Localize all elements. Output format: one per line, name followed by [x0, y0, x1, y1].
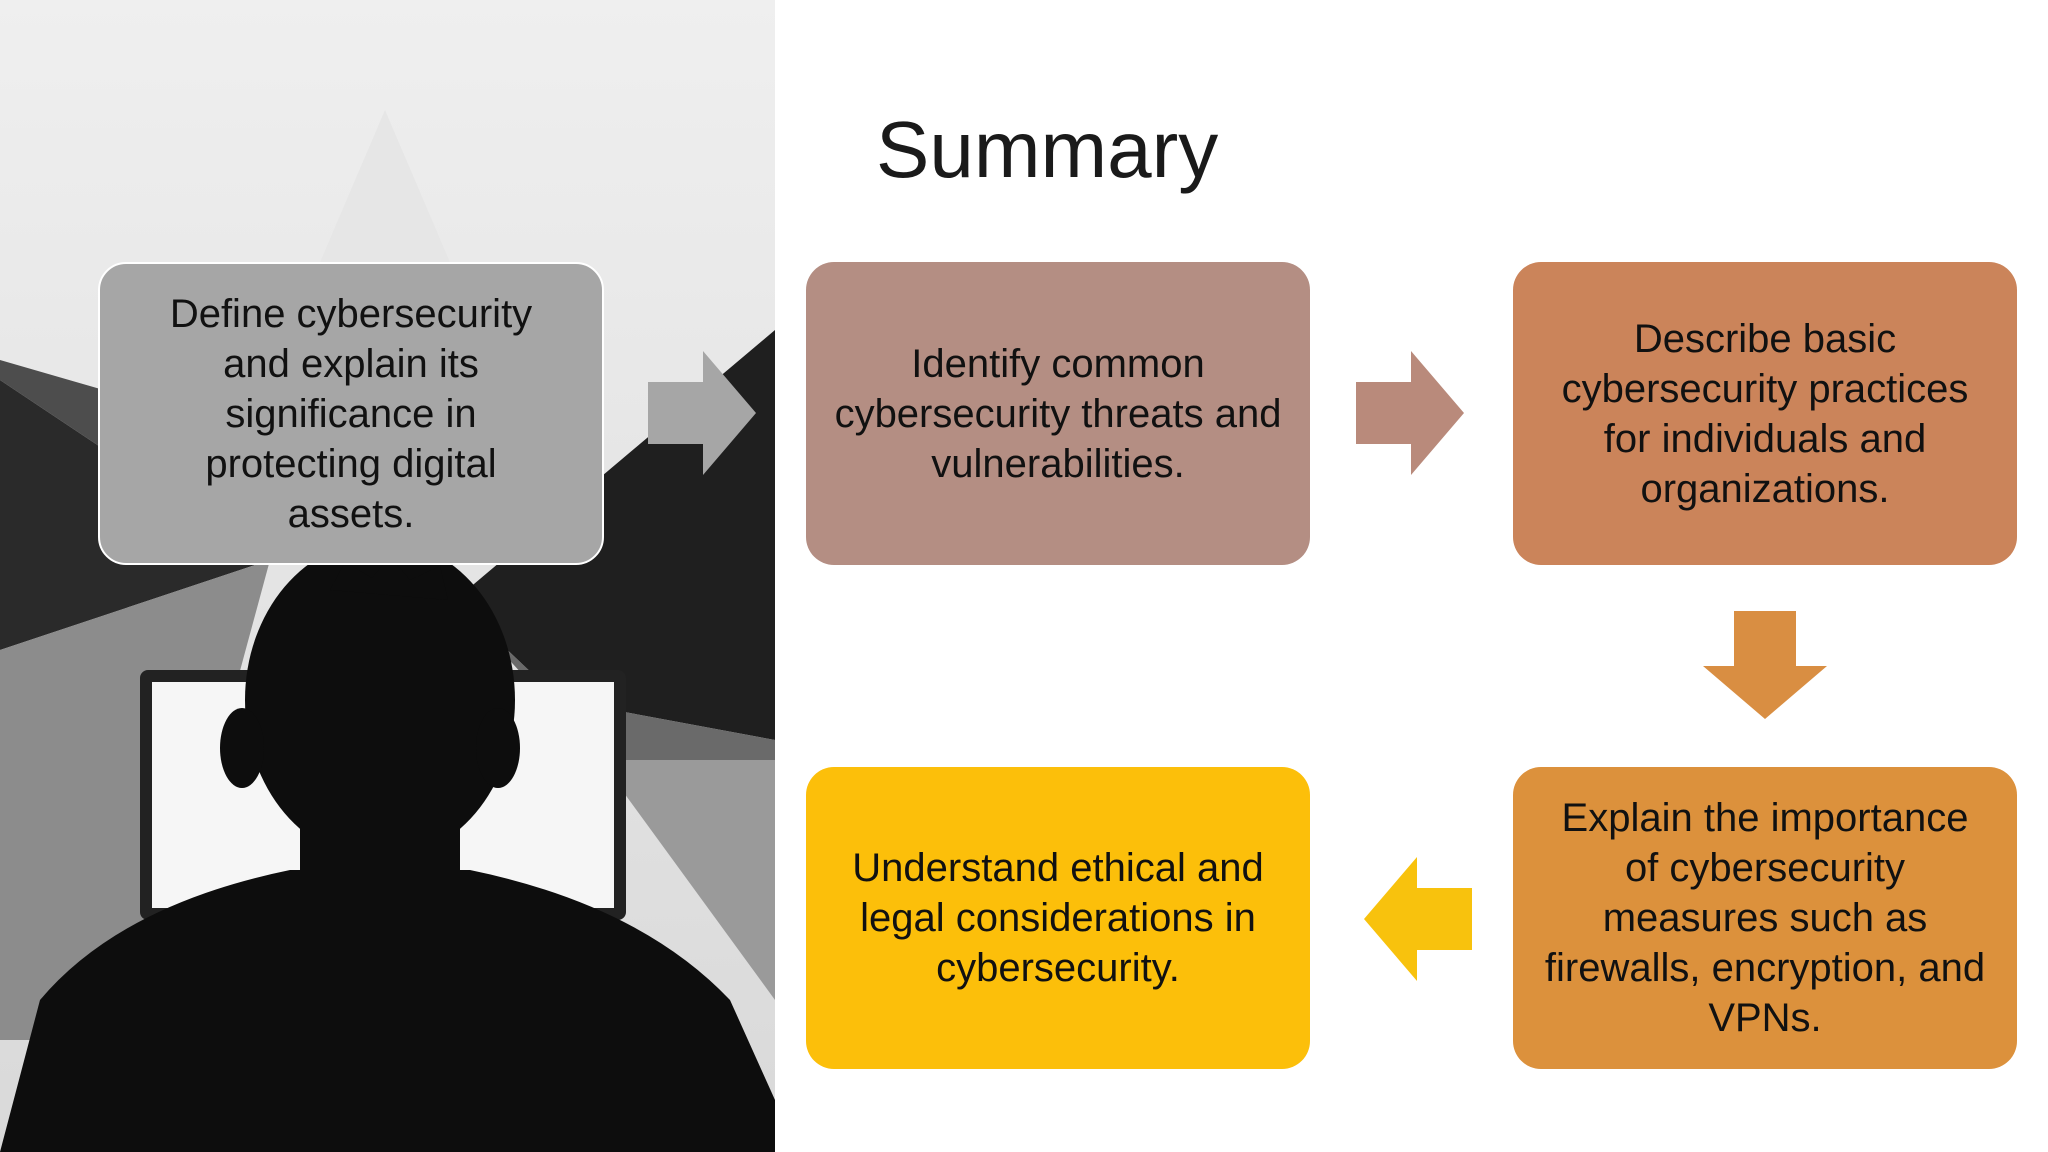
step-text-2: Identify common cybersecurity threats an…: [834, 341, 1282, 486]
arrow-down-shape: [1703, 611, 1827, 719]
background-photo: [0, 0, 775, 1152]
arrow-right-icon: [648, 351, 756, 475]
step-box-3: Describe basic cybersecurity practices f…: [1513, 262, 2017, 565]
step-box-1: Define cybersecurity and explain its sig…: [98, 262, 604, 565]
step-text-5: Understand ethical and legal considerati…: [852, 846, 1264, 990]
step-box-5: Understand ethical and legal considerati…: [806, 767, 1310, 1069]
arrow-left-icon: [1364, 857, 1472, 981]
step-box-2: Identify common cybersecurity threats an…: [806, 262, 1310, 565]
arrow-right-icon: [1356, 351, 1464, 475]
step-text-4: Explain the importance of cybersecurity …: [1544, 796, 1986, 1040]
person-at-laptop-image: [0, 0, 775, 1152]
arrow-down-icon: [1703, 611, 1827, 719]
step-text-3: Describe basic cybersecurity practices f…: [1561, 316, 1969, 511]
arrow-left-shape: [1364, 857, 1472, 981]
step-text-1: Define cybersecurity and explain its sig…: [169, 291, 533, 536]
arrow-right-shape: [1356, 351, 1464, 475]
step-box-4: Explain the importance of cybersecurity …: [1513, 767, 2017, 1069]
slide-title: Summary: [876, 105, 1219, 194]
arrow-right-shape: [648, 351, 756, 475]
